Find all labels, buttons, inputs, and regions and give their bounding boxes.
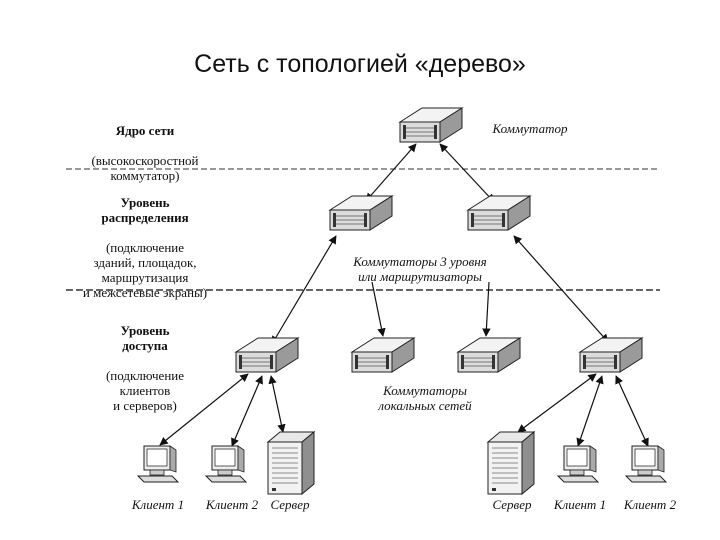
link-access-left-client1 [159, 373, 249, 446]
right-client1-icon [557, 445, 599, 483]
link-access-right-client1 [576, 375, 604, 447]
link-dist-right-local2 [482, 281, 491, 337]
core-switch-icon [399, 107, 463, 143]
right-server-label: Сервер [492, 497, 532, 512]
left-client2-label: Клиент 2 [205, 497, 259, 512]
core-switch-caption: Коммутатор [492, 121, 568, 136]
local-switch-1-icon [351, 337, 415, 373]
layer3-caption: Коммутаторы 3 уровня или маршрутизаторы [353, 254, 487, 284]
distribution-switch-right-icon [467, 195, 531, 231]
link-core-dist-left [365, 143, 417, 202]
access-switch-left-icon [235, 337, 299, 373]
link-access-left-server [268, 375, 286, 433]
left-server-icon [267, 431, 315, 495]
left-client1-icon [137, 445, 179, 483]
core-level-label: Ядро сети (высокоскоростной коммутатор) [60, 108, 230, 183]
right-client2-icon [625, 445, 667, 483]
access-level-label: Уровень доступа (подключение клиентов и … [60, 308, 230, 413]
right-server-icon [487, 431, 535, 495]
topology-links [159, 143, 649, 447]
access-level-name: Уровень доступа [120, 323, 170, 353]
distribution-level-desc: (подключение зданий, площадок, маршрутиз… [82, 240, 208, 300]
core-level-desc: (высокоскоростной коммутатор) [91, 153, 199, 183]
right-client1-label: Клиент 1 [553, 497, 607, 512]
local-switch-2-icon [457, 337, 521, 373]
link-dist-right-access-right [513, 235, 609, 343]
access-switch-right-icon [579, 337, 643, 373]
core-level-name: Ядро сети [115, 123, 175, 138]
link-core-dist-right [439, 143, 495, 203]
page-title: Сеть с топологией «дерево» [194, 50, 526, 78]
link-access-left-client2 [231, 375, 263, 447]
distribution-switch-left-icon [329, 195, 393, 231]
link-dist-left-local1 [371, 281, 386, 337]
link-dist-left-access-left [271, 235, 337, 345]
distribution-level-name: Уровень распределения [101, 195, 189, 225]
left-client2-icon [205, 445, 247, 483]
right-client2-label: Клиент 2 [623, 497, 677, 512]
distribution-level-label: Уровень распределения (подключение здани… [50, 180, 240, 300]
link-access-right-client2 [615, 375, 649, 447]
local-switches-caption: Коммутаторы локальных сетей [378, 383, 472, 413]
left-server-label: Сервер [270, 497, 310, 512]
left-client1-label: Клиент 1 [131, 497, 185, 512]
link-access-right-server [517, 373, 597, 433]
